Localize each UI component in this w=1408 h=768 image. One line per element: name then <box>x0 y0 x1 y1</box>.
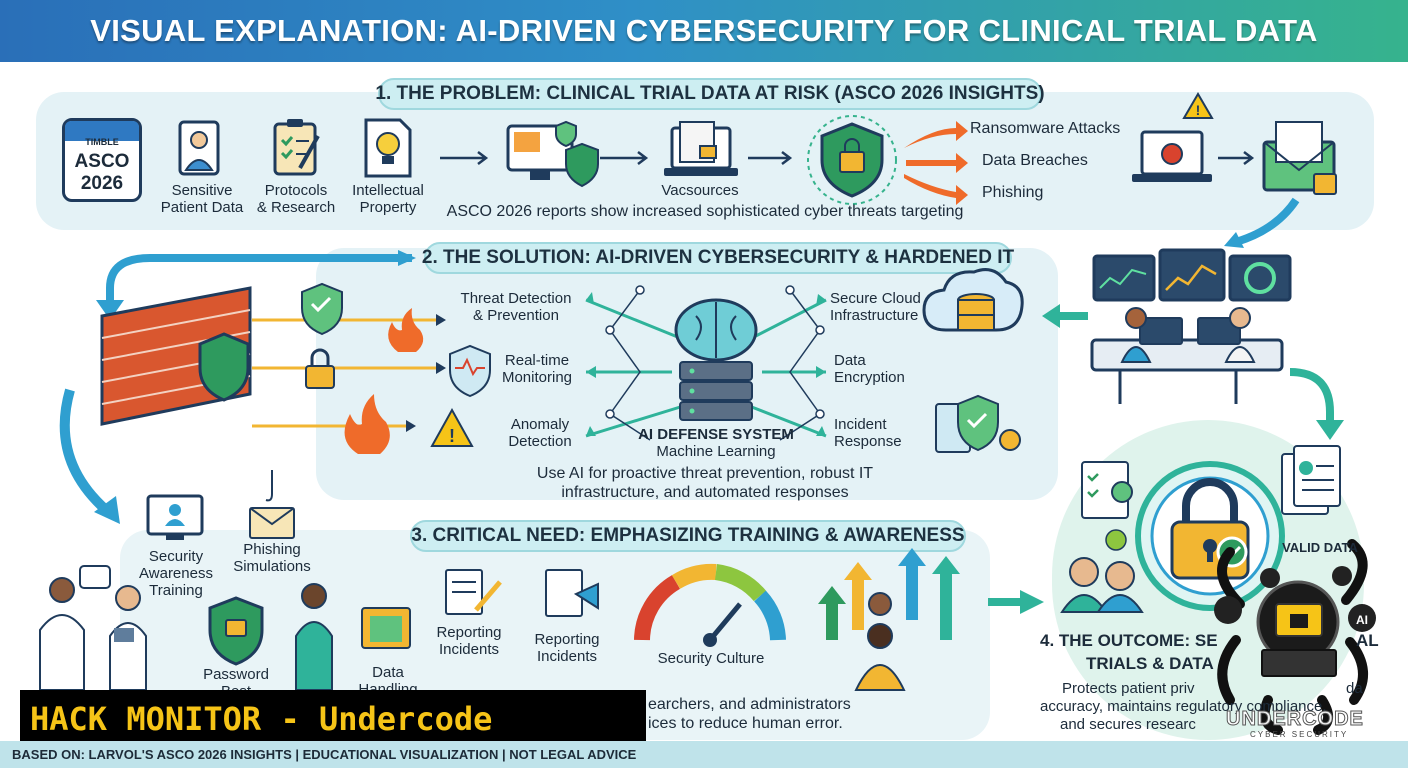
section3-heading: 3. CRITICAL NEED: EMPHASIZING TRAINING &… <box>410 520 966 552</box>
title-banner: VISUAL EXPLANATION: AI-DRIVEN CYBERSECUR… <box>0 0 1408 62</box>
patient-data-icon <box>178 120 220 176</box>
shield-check-icon <box>301 282 343 336</box>
secure-email-icon <box>1262 121 1337 195</box>
doctor-figure <box>39 565 111 691</box>
outcome-caption-line2: accuracy, maintains regulatory complianc… <box>1040 698 1327 715</box>
incident-response-icon <box>935 394 1021 453</box>
security-awareness-label: Security Awareness Training <box>139 548 213 599</box>
section3-caption-line1: earchers, and administrators <box>648 696 851 713</box>
outcome-caption-line3: and secures researc <box>1060 716 1196 733</box>
password-shield-icon <box>208 596 264 666</box>
section2-caption-line1: Use AI for proactive threat prevention, … <box>536 465 874 482</box>
data-handling-icon <box>361 607 411 649</box>
fire-icon-2 <box>344 394 390 454</box>
footer-text: BASED ON: LARVOL'S ASCO 2026 INSIGHTS | … <box>12 747 637 762</box>
outcome-heading-line2: TRIALS & DATA <box>1086 654 1214 673</box>
threat-detection-label: Threat Detection & Prevention <box>460 290 572 324</box>
calendar-icon: TIMBLE ASCO 2026 <box>62 118 142 202</box>
shield-lock-icon <box>807 115 897 205</box>
section1-caption: ASCO 2026 reports show increased sophist… <box>446 203 964 220</box>
warning-icon: ! <box>430 407 474 447</box>
monitoring-shield-icon <box>449 344 491 398</box>
undercode-logo-subtext: CYBER SECURITY <box>1250 730 1349 739</box>
section2-heading: 2. THE SOLUTION: AI-DRIVEN CYBERSECURITY… <box>422 242 1014 274</box>
secure-cloud-label: Secure Cloud Infrastructure <box>830 290 921 324</box>
infected-laptop-icon: ! <box>1132 92 1214 182</box>
reporting-incidents-label-1: Reporting Incidents <box>436 624 502 658</box>
outcome-caption-line1-tail: da <box>1346 680 1363 697</box>
undercode-logo: AI <box>1214 539 1376 735</box>
monitor-shield-icon <box>506 120 599 188</box>
footer-bar: BASED ON: LARVOL'S ASCO 2026 INSIGHTS | … <box>0 741 1408 768</box>
threat-ransomware: Ransomware Attacks <box>970 120 1121 137</box>
threat-arrows <box>904 121 968 205</box>
hack-monitor-banner: HACK MONITOR - Undercode <box>20 690 646 748</box>
cloud-server-icon <box>922 268 1024 332</box>
outcome-heading-line1: 4. THE OUTCOME: SE <box>1040 631 1218 650</box>
reporting-doc-icon <box>445 569 502 615</box>
calendar-top-text: TIMBLE <box>85 137 119 147</box>
realtime-monitoring-label: Real-time Monitoring <box>501 352 573 386</box>
protocols-research-label: Protocols & Research <box>256 182 336 216</box>
presenter-figure <box>295 583 333 691</box>
firewall-icon <box>100 286 252 426</box>
reporting-incidents-label-2: Reporting Incidents <box>534 631 600 665</box>
flow-arrows-section1 <box>440 151 1255 165</box>
secure-lock-circle <box>1135 461 1285 611</box>
threat-phishing: Phishing <box>982 184 1044 201</box>
phishing-simulations-label: Phishing Simulations <box>233 541 311 575</box>
protocols-clipboard-icon <box>273 119 320 176</box>
undercode-logo-text: UNDERCODE <box>1226 708 1364 731</box>
vacsources-label: Vacsources <box>661 182 739 199</box>
sensitive-patient-data-label: Sensitive Patient Data <box>160 182 244 216</box>
curved-arrow-left <box>106 254 412 302</box>
valid-data-label: VALID DATA <box>1282 540 1358 555</box>
laptop-lock-icon <box>664 121 738 176</box>
section3-caption-line2: ices to reduce human error. <box>648 715 843 732</box>
outcome-caption-line1: Protects patient priv <box>1062 680 1195 697</box>
team-growth-icon <box>818 548 960 691</box>
svg-text:AI: AI <box>1356 613 1368 627</box>
threat-data-breaches: Data Breaches <box>982 152 1088 169</box>
section1-heading: 1. THE PROBLEM: CLINICAL TRIAL DATA AT R… <box>375 78 1045 110</box>
page-title: VISUAL EXPLANATION: AI-DRIVEN CYBERSECUR… <box>90 13 1318 48</box>
data-encryption-label: Data Encryption <box>834 352 905 386</box>
nurse-figure <box>109 585 147 691</box>
fire-icon <box>388 308 424 352</box>
section2-caption-line2: infrastructure, and automated responses <box>561 484 849 501</box>
ai-brain-icon <box>674 298 758 421</box>
checklist-icon <box>1081 461 1133 519</box>
curved-arrow-down <box>59 388 110 514</box>
calendar-line1: ASCO <box>74 151 130 172</box>
valid-data-docs-icon <box>1281 445 1341 515</box>
calendar-line2: 2026 <box>80 173 124 194</box>
happy-team-figures <box>1060 557 1144 613</box>
smiley-icon <box>1105 529 1127 551</box>
security-culture-gauge <box>634 563 786 647</box>
security-culture-label: Security Culture <box>657 650 765 667</box>
ai-defense-system-label: AI DEFENSE SYSTEM <box>638 426 794 443</box>
svg-text:!: ! <box>1196 102 1201 118</box>
anomaly-detection-label: Anomaly Detection <box>508 416 572 450</box>
incident-response-label: Incident Response <box>834 416 902 450</box>
training-monitor-icon <box>146 494 204 540</box>
reporting-megaphone-icon <box>545 569 599 617</box>
machine-learning-label: Machine Learning <box>656 443 776 460</box>
phishing-envelope-icon <box>249 470 295 539</box>
intellectual-property-icon <box>364 118 412 178</box>
padlock-icon <box>305 348 335 389</box>
svg-text:!: ! <box>449 426 455 446</box>
security-operations-center <box>1090 248 1292 404</box>
hack-monitor-text: HACK MONITOR - Undercode <box>30 700 493 738</box>
intellectual-property-label: Intellectual Property <box>352 182 424 216</box>
outcome-heading-line1-tail: AL <box>1356 631 1379 650</box>
